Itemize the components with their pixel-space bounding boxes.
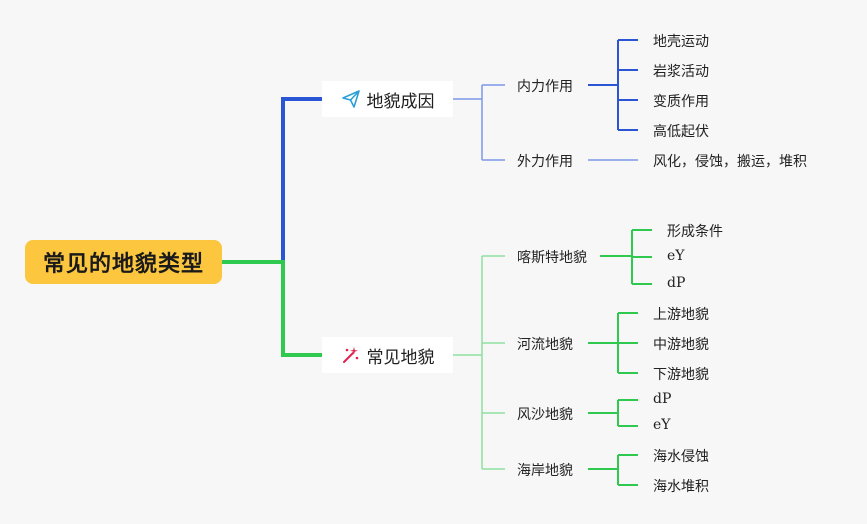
leaf-topic[interactable]: eY (653, 417, 671, 433)
connector-river-leaves (588, 312, 638, 374)
leaf-topic[interactable]: 变质作用 (653, 94, 709, 110)
leaf-topic[interactable]: dP (653, 391, 672, 407)
subtopic-aeolian[interactable]: 风沙地貌 (517, 407, 573, 423)
branch-label: 常见地貌 (366, 347, 435, 368)
subtopic-river[interactable]: 河流地貌 (517, 337, 573, 353)
leaf-topic[interactable]: 形成条件 (667, 224, 723, 240)
leaf-topic[interactable]: 上游地貌 (653, 307, 709, 323)
sparkle-wand-icon (341, 345, 361, 365)
leaf-topic[interactable]: 风化，侵蚀，搬运，堆积 (653, 154, 807, 170)
connector-neili-leaves (588, 39, 638, 131)
branch-label: 地貌成因 (366, 91, 435, 112)
leaf-topic[interactable]: dP (667, 275, 686, 291)
leaf-topic[interactable]: 下游地貌 (653, 367, 709, 383)
subtopic-external-force[interactable]: 外力作用 (517, 154, 573, 170)
connector-branch1-subs (453, 84, 505, 161)
leaf-topic[interactable]: 高低起伏 (653, 124, 709, 140)
leaf-topic[interactable]: 海水堆积 (653, 479, 709, 495)
connector-root-branch1 (222, 97, 322, 264)
subtopic-internal-force[interactable]: 内力作用 (517, 79, 573, 95)
paper-plane-icon (341, 89, 361, 109)
connector-wind-leaves (588, 399, 638, 427)
root-topic[interactable]: 常见的地貌类型 (25, 240, 222, 284)
connector-coast-leaves (588, 454, 638, 486)
connector-branch2-subs (453, 255, 505, 470)
leaf-topic[interactable]: 地壳运动 (653, 34, 709, 50)
leaf-topic[interactable]: 岩浆活动 (653, 64, 709, 80)
subtopic-karst[interactable]: 喀斯特地貌 (517, 250, 587, 266)
connector-root-branch2 (222, 260, 322, 357)
branch-topic-formation[interactable]: 地貌成因 (322, 81, 453, 117)
leaf-topic[interactable]: eY (667, 248, 685, 264)
subtopic-coastal[interactable]: 海岸地貌 (517, 463, 573, 479)
branch-topic-common-landforms[interactable]: 常见地貌 (322, 337, 453, 373)
leaf-topic[interactable]: 中游地貌 (653, 337, 709, 353)
connector-karst-leaves (600, 229, 652, 285)
leaf-topic[interactable]: 海水侵蚀 (653, 449, 709, 465)
